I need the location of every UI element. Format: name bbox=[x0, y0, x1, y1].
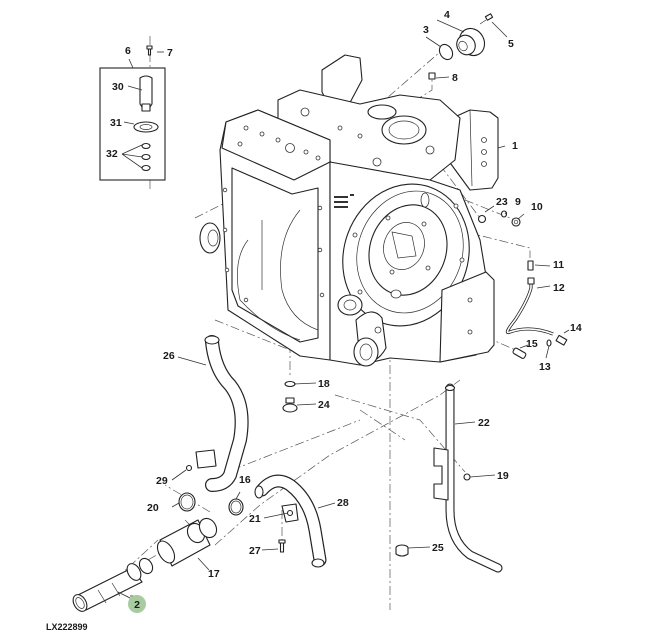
part-seal-18 bbox=[284, 380, 296, 388]
part-fitting-17 bbox=[156, 517, 218, 567]
part-screw-29 bbox=[185, 464, 193, 472]
part-seal-ring-3 bbox=[438, 43, 454, 61]
part-bolt-27 bbox=[278, 539, 286, 553]
part-plug-24 bbox=[282, 397, 298, 413]
callout-3: 3 bbox=[423, 24, 429, 36]
callout-2[interactable]: 2 bbox=[134, 599, 140, 611]
callout-4: 4 bbox=[444, 9, 450, 21]
callout-29: 29 bbox=[156, 475, 168, 487]
callout-24: 24 bbox=[318, 399, 330, 411]
leader-lines bbox=[117, 19, 570, 601]
part-hose-26 bbox=[195, 335, 249, 492]
callout-15: 15 bbox=[526, 338, 538, 350]
callout-2-highlighted[interactable]: 2 bbox=[128, 595, 146, 613]
callout-8: 8 bbox=[452, 72, 458, 84]
part-nut-23 bbox=[477, 214, 487, 224]
part-nut-10 bbox=[511, 217, 521, 227]
callout-1: 1 bbox=[512, 140, 518, 152]
part-nut-21 bbox=[286, 509, 294, 517]
figure-id: LX222899 bbox=[46, 622, 88, 632]
callout-5: 5 bbox=[508, 38, 514, 50]
callout-9: 9 bbox=[515, 196, 521, 208]
part-sensor-14 bbox=[555, 334, 568, 346]
part-pin-15 bbox=[512, 347, 527, 359]
callout-12: 12 bbox=[553, 282, 565, 294]
part-washer-9 bbox=[500, 210, 508, 218]
callout-30: 30 bbox=[112, 81, 124, 93]
callout-26: 26 bbox=[163, 350, 175, 362]
part-clamp-20 bbox=[178, 492, 196, 512]
callout-27: 27 bbox=[249, 545, 261, 557]
part-nut-19 bbox=[463, 473, 471, 481]
callout-17: 17 bbox=[208, 568, 220, 580]
callout-21: 21 bbox=[249, 513, 261, 525]
callout-20: 20 bbox=[147, 502, 159, 514]
callout-labels: 1 3 4 5 6 7 8 9 10 11 12 13 14 15 16 17 … bbox=[106, 9, 582, 580]
part-screw-5 bbox=[479, 13, 494, 25]
callout-7: 7 bbox=[167, 47, 173, 59]
callout-10: 10 bbox=[531, 201, 543, 213]
part-pipe-22 bbox=[433, 383, 503, 573]
part-bushing-25 bbox=[395, 544, 409, 557]
callout-18: 18 bbox=[318, 378, 330, 390]
callout-23: 23 bbox=[496, 196, 508, 208]
id-plate bbox=[334, 194, 354, 208]
part-hose-28 bbox=[254, 474, 327, 568]
callout-22: 22 bbox=[478, 417, 490, 429]
part-clip-13 bbox=[546, 339, 552, 347]
callout-13: 13 bbox=[539, 361, 551, 373]
callout-6: 6 bbox=[125, 45, 131, 57]
callout-32: 32 bbox=[106, 148, 118, 160]
part-screw-7 bbox=[146, 45, 153, 56]
callout-14: 14 bbox=[570, 322, 582, 334]
part-plug-8 bbox=[428, 72, 436, 80]
callout-19: 19 bbox=[497, 470, 509, 482]
callout-16: 16 bbox=[239, 474, 251, 486]
part-fitting-11 bbox=[527, 260, 534, 271]
callout-31: 31 bbox=[110, 117, 122, 129]
transmission-housing bbox=[199, 54, 499, 367]
callout-highlight-circle[interactable] bbox=[128, 595, 146, 613]
part-cover-4 bbox=[456, 27, 486, 57]
part-strainer-2 bbox=[72, 557, 154, 612]
callout-28: 28 bbox=[337, 497, 349, 509]
callout-11: 11 bbox=[553, 259, 564, 271]
part-clamp-16 bbox=[228, 498, 244, 516]
callout-25: 25 bbox=[432, 542, 444, 554]
part-brake-line-12 bbox=[505, 277, 554, 336]
